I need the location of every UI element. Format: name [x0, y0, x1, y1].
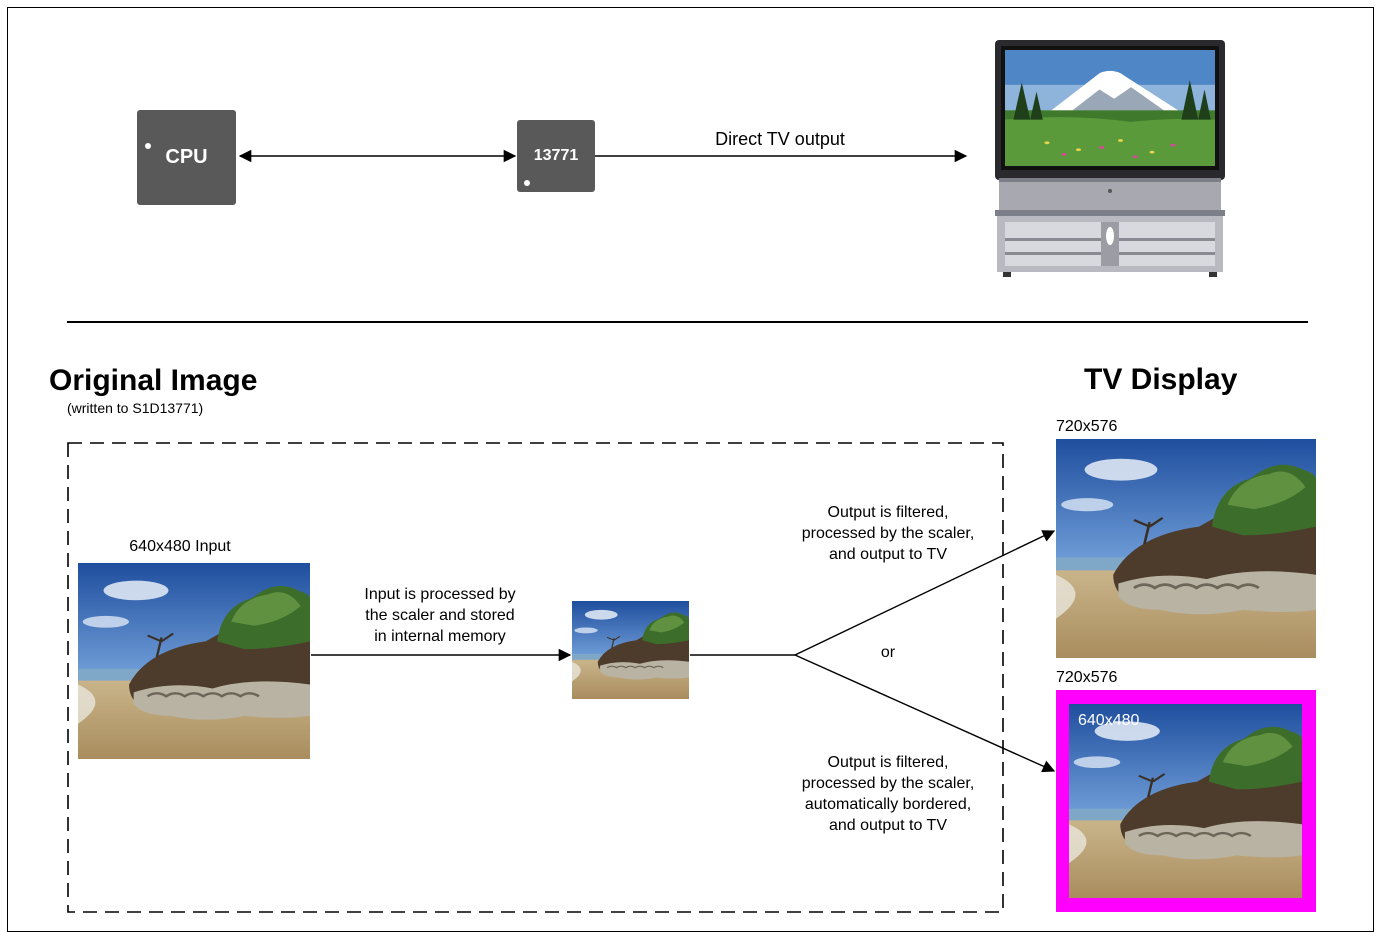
scaled-image	[572, 601, 689, 699]
controller-chip-label: 13771	[533, 147, 579, 164]
tv-icon	[995, 40, 1225, 277]
input-resolution-label: 640x480 Input	[129, 538, 231, 555]
direct-tv-label: Direct TV output	[715, 129, 845, 149]
tv-top-resolution-label: 720x576	[1056, 418, 1118, 435]
internal-processing-box	[67, 442, 1004, 913]
output-top-line: processed by the scaler,	[801, 525, 975, 542]
original-image-title: Original Image	[49, 364, 258, 397]
scaler-process-line: the scaler and stored	[365, 607, 515, 624]
tv-output-bordered-frame: 640x480	[1056, 690, 1316, 912]
cpu-chip: CPU	[137, 110, 236, 205]
tv-output-full-image	[1056, 439, 1316, 658]
output-top-arrow	[794, 530, 1056, 656]
cpu-label: CPU	[165, 146, 208, 168]
pin1-dot	[145, 143, 151, 149]
output-top-line: and output to TV	[828, 546, 947, 563]
scaler-process-line: in internal memory	[374, 628, 506, 645]
tv-bottom-resolution-label: 720x576	[1056, 669, 1118, 686]
output-bottom-arrow	[794, 654, 1056, 773]
scaler-process-line: Input is processed by	[364, 586, 516, 603]
output-bottom-line: Output is filtered,	[827, 754, 949, 771]
output-top-text: Output is filtered, processed by the sca…	[770, 502, 1006, 565]
tv-output-bordered-image	[1069, 704, 1302, 898]
bordered-inner-resolution-label: 640x480	[1078, 712, 1140, 729]
output-bottom-line: and output to TV	[828, 817, 947, 834]
original-image-subtitle: (written to S1D13771)	[67, 400, 204, 416]
pin1-dot	[524, 180, 530, 186]
output-top-line: Output is filtered,	[827, 504, 949, 521]
input-image	[78, 563, 310, 759]
tv-display-title: TV Display	[1084, 363, 1238, 396]
output-bottom-text: Output is filtered, processed by the sca…	[770, 752, 1006, 836]
or-label: or	[880, 644, 896, 661]
output-bottom-line: processed by the scaler,	[801, 775, 975, 792]
scaler-process-text: Input is processed by the scaler and sto…	[330, 584, 550, 647]
controller-chip: 13771	[517, 120, 595, 192]
output-bottom-line: automatically bordered,	[804, 796, 972, 813]
